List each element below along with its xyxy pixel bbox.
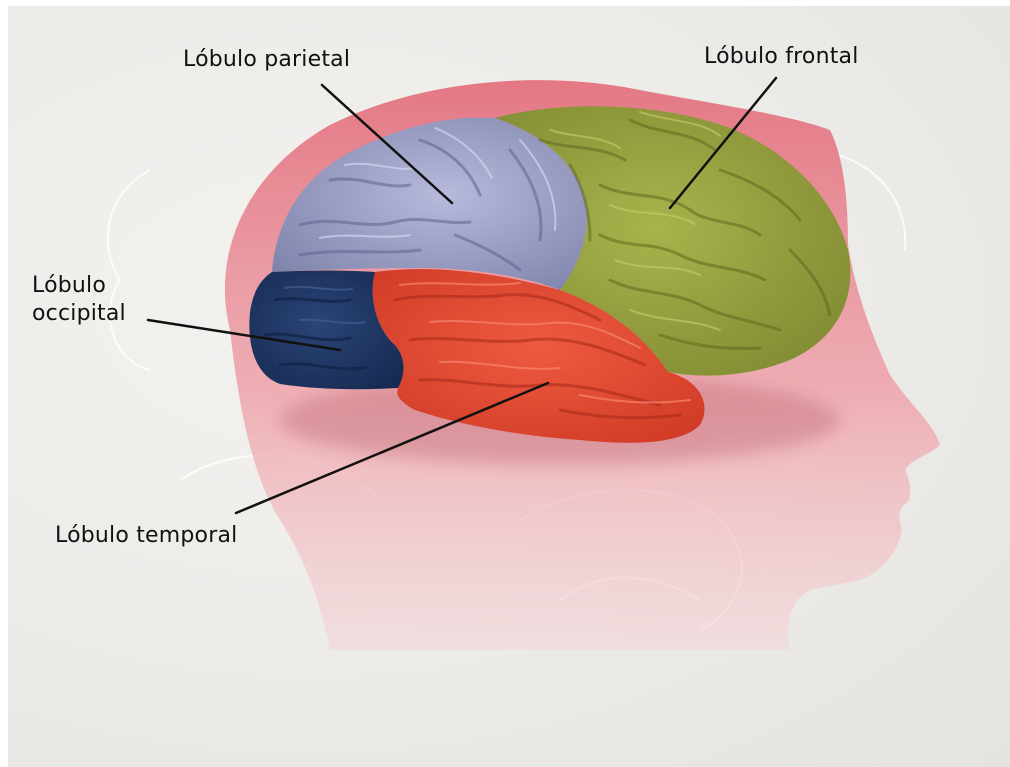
- label-occipital-line2: occipital: [32, 300, 126, 328]
- label-temporal-lobe: Lóbulo temporal: [55, 522, 237, 550]
- label-parietal-lobe: Lóbulo parietal: [183, 46, 350, 74]
- label-frontal-lobe: Lóbulo frontal: [704, 43, 859, 71]
- label-occipital-line1: Lóbulo: [32, 272, 126, 300]
- label-occipital-lobe: Lóbulo occipital: [32, 272, 126, 328]
